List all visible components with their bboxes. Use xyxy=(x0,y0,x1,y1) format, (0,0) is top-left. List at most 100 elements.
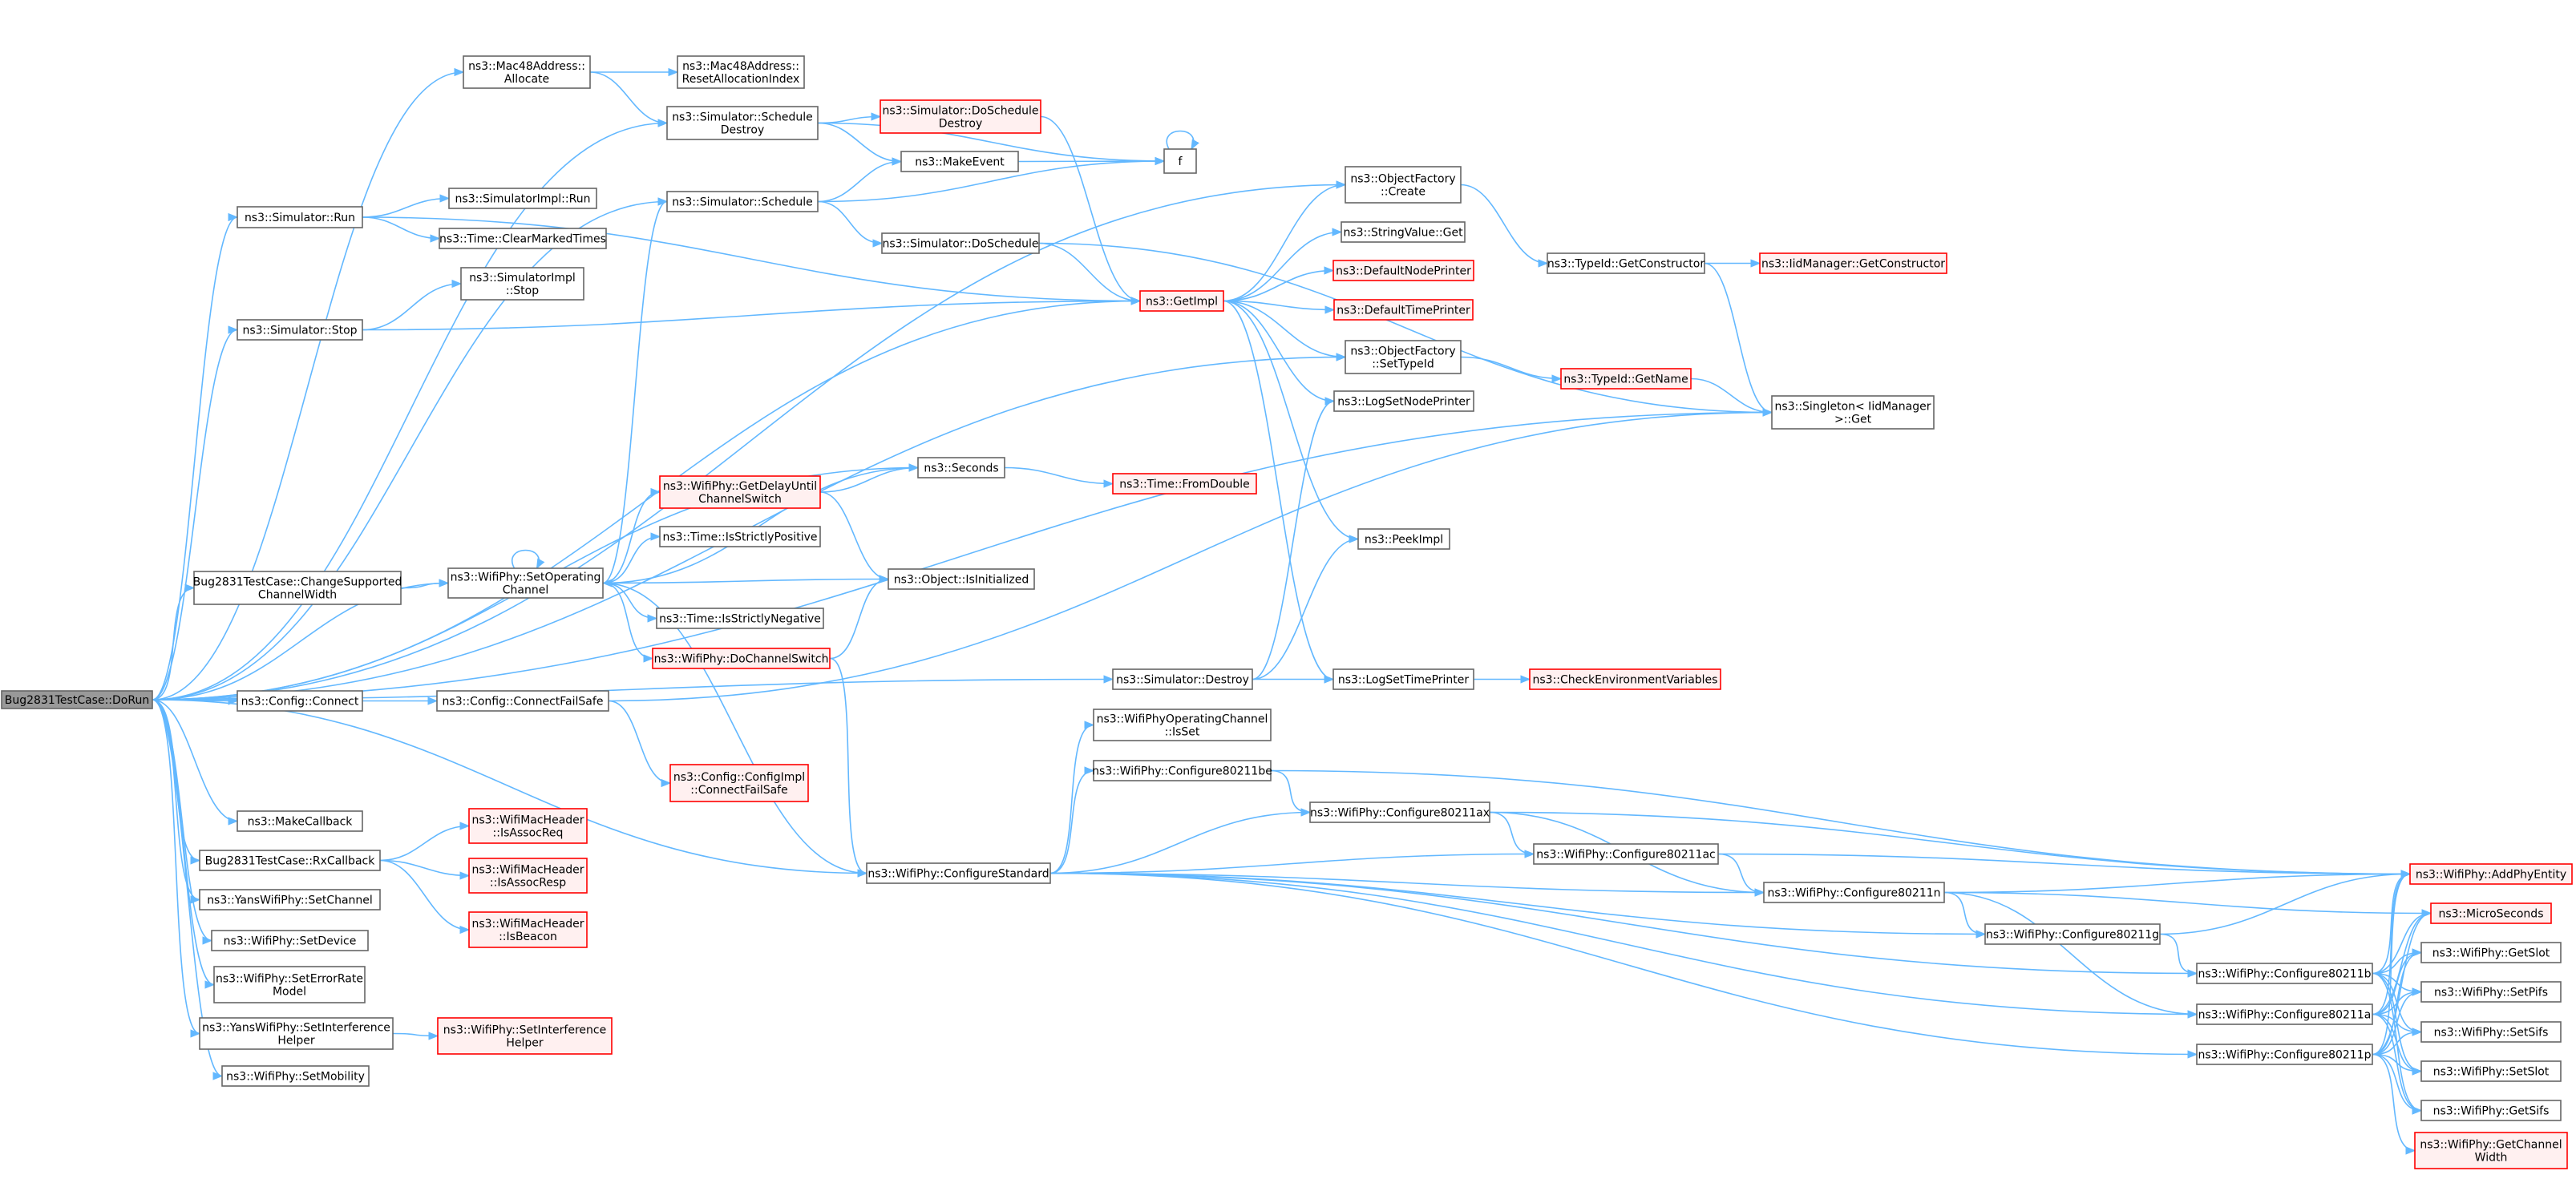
node-getSlot[interactable]: ns3::WifiPhy::GetSlot xyxy=(2420,942,2562,963)
node-box-setErr xyxy=(213,966,366,1003)
node-simRun[interactable]: ns3::Simulator::Run xyxy=(237,206,363,228)
node-label-micro-0: ns3::MicroSeconds xyxy=(2438,908,2543,921)
edge-setOpCh-to-seconds xyxy=(602,463,920,584)
node-box-seconds xyxy=(917,457,1005,478)
node-changeWidth[interactable]: Bug2831TestCase::ChangeSupportedChannelW… xyxy=(193,571,402,605)
node-box-cfgConnect xyxy=(237,690,363,712)
node-strictPos[interactable]: ns3::Time::IsStrictlyPositive xyxy=(659,526,821,547)
edge-root-to-objCreate xyxy=(152,180,1347,701)
node-setSifs[interactable]: ns3::WifiPhy::SetSifs xyxy=(2420,1021,2562,1043)
edge-setOpCh-to-isInit xyxy=(602,575,890,584)
node-implStop[interactable]: ns3::SimulatorImpl::Stop xyxy=(460,267,584,301)
node-root[interactable]: Bug2831TestCase::DoRun xyxy=(1,690,153,709)
node-fromDouble[interactable]: ns3::Time::FromDouble xyxy=(1112,473,1257,495)
node-micro[interactable]: ns3::MicroSeconds xyxy=(2430,902,2552,924)
node-defNode[interactable]: ns3::DefaultNodePrinter xyxy=(1332,260,1474,281)
node-simStop[interactable]: ns3::Simulator::Stop xyxy=(237,319,363,341)
node-makeEvent[interactable]: ns3::MakeEvent xyxy=(900,151,1019,172)
node-cfgImplFailSafe[interactable]: ns3::Config::ConfigImpl::ConnectFailSafe xyxy=(669,764,809,802)
node-clearTimes[interactable]: ns3::Time::ClearMarkedTimes xyxy=(439,228,607,249)
node-getImpl[interactable]: ns3::GetImpl xyxy=(1139,290,1224,312)
edge-cfgStd-to-setOpCh xyxy=(601,579,867,874)
edge-c80211be-to-c80211ax xyxy=(1270,769,1312,817)
node-doChSwitch[interactable]: ns3::WifiPhy::DoChannelSwitch xyxy=(652,648,831,669)
node-c80211ac[interactable]: ns3::WifiPhy::Configure80211ac xyxy=(1533,843,1719,865)
node-setChannel[interactable]: ns3::YansWifiPhy::SetChannel xyxy=(199,889,381,910)
node-setTypeId[interactable]: ns3::ObjectFactory::SetTypeId xyxy=(1345,340,1462,374)
edge-root-to-changeWidth xyxy=(152,583,196,701)
node-c80211a[interactable]: ns3::WifiPhy::Configure80211a xyxy=(2196,1003,2373,1025)
node-getName[interactable]: ns3::TypeId::GetName xyxy=(1560,368,1692,390)
node-c80211g[interactable]: ns3::WifiPhy::Configure80211g xyxy=(1984,923,2161,945)
node-stringGet[interactable]: ns3::StringValue::Get xyxy=(1341,221,1466,243)
node-cfgFailSafe[interactable]: ns3::Config::ConnectFailSafe xyxy=(436,690,609,712)
node-objCreate[interactable]: ns3::ObjectFactory::Create xyxy=(1345,166,1462,204)
node-defTime[interactable]: ns3::DefaultTimePrinter xyxy=(1333,299,1474,321)
node-singleton[interactable]: ns3::Singleton< IidManager>::Get xyxy=(1771,395,1935,430)
edge-getImpl-to-setTypeId xyxy=(1223,300,1347,361)
node-box-getImpl xyxy=(1139,290,1224,312)
node-setDevice[interactable]: ns3::WifiPhy::SetDevice xyxy=(211,930,369,951)
node-implRun[interactable]: ns3::SimulatorImpl::Run xyxy=(448,188,597,209)
edge-c80211ac-to-addPhy xyxy=(1717,853,2412,878)
node-doSchedule[interactable]: ns3::Simulator::DoSchedule xyxy=(881,232,1040,254)
node-isInit[interactable]: ns3::Object::IsInitialized xyxy=(888,568,1035,590)
node-box-getName xyxy=(1560,368,1692,390)
node-box-c80211a xyxy=(2196,1003,2373,1025)
node-makeCb[interactable]: ns3::MakeCallback xyxy=(237,810,363,832)
node-label-implStop-1: ::Stop xyxy=(506,285,539,297)
node-setMob[interactable]: ns3::WifiPhy::SetMobility xyxy=(221,1065,370,1087)
node-c80211b[interactable]: ns3::WifiPhy::Configure80211b xyxy=(2196,963,2373,984)
node-c80211n[interactable]: ns3::WifiPhy::Configure80211n xyxy=(1763,882,1945,903)
node-resetalloc[interactable]: ns3::Mac48Address::ResetAllocationIndex xyxy=(677,55,805,89)
node-simDestroy[interactable]: ns3::Simulator::Destroy xyxy=(1112,668,1253,690)
node-assocReq[interactable]: ns3::WifiMacHeader::IsAssocReq xyxy=(468,808,588,844)
node-getSifs[interactable]: ns3::WifiPhy::GetSifs xyxy=(2420,1100,2562,1121)
edge-getName-to-singleton xyxy=(1690,378,1773,417)
node-setSlot[interactable]: ns3::WifiPhy::SetSlot xyxy=(2420,1060,2562,1082)
node-iidGetCtor[interactable]: ns3::IidManager::GetConstructor xyxy=(1759,252,1947,274)
node-schedule[interactable]: ns3::Simulator::Schedule xyxy=(666,191,819,212)
node-c80211p[interactable]: ns3::WifiPhy::Configure80211p xyxy=(2196,1044,2373,1065)
node-getCtor[interactable]: ns3::TypeId::GetConstructor xyxy=(1547,252,1705,274)
edge-cfgStd-to-c80211p xyxy=(1049,872,2198,1059)
node-isBeacon[interactable]: ns3::WifiMacHeader::IsBeacon xyxy=(468,911,588,948)
node-logTime[interactable]: ns3::LogSetTimePrinter xyxy=(1332,668,1474,690)
node-opIsSet[interactable]: ns3::WifiPhyOperatingChannel::IsSet xyxy=(1093,709,1272,741)
node-box-isBeacon xyxy=(468,911,588,948)
node-cfgConnect[interactable]: ns3::Config::Connect xyxy=(237,690,363,712)
node-box-setSlot xyxy=(2420,1060,2562,1082)
edge-f-to-f xyxy=(1166,130,1199,151)
node-label-clearTimes-0: ns3::Time::ClearMarkedTimes xyxy=(439,233,606,246)
node-label-objCreate-1: ::Create xyxy=(1381,186,1425,199)
node-logNode[interactable]: ns3::LogSetNodePrinter xyxy=(1333,390,1474,412)
node-checkEnv[interactable]: ns3::CheckEnvironmentVariables xyxy=(1529,668,1721,690)
node-label-setTypeId-0: ns3::ObjectFactory xyxy=(1350,345,1455,358)
node-label-allocate-0: ns3::Mac48Address:: xyxy=(468,60,585,73)
node-c80211be[interactable]: ns3::WifiPhy::Configure80211be xyxy=(1092,760,1272,781)
node-label-schedule-0: ns3::Simulator::Schedule xyxy=(672,196,813,209)
node-peekImpl[interactable]: ns3::PeekImpl xyxy=(1357,528,1450,550)
node-cfgStd[interactable]: ns3::WifiPhy::ConfigureStandard xyxy=(866,862,1051,884)
node-f[interactable]: f xyxy=(1163,148,1197,174)
node-rxCb[interactable]: Bug2831TestCase::RxCallback xyxy=(199,850,381,871)
node-box-defTime xyxy=(1333,299,1474,321)
node-strictNeg[interactable]: ns3::Time::IsStrictlyNegative xyxy=(656,608,824,629)
node-label-root-0: Bug2831TestCase::DoRun xyxy=(5,694,149,707)
node-box-schedDestroy xyxy=(666,106,819,140)
node-setPifs[interactable]: ns3::WifiPhy::SetPifs xyxy=(2420,981,2562,1003)
node-c80211ax[interactable]: ns3::WifiPhy::Configure80211ax xyxy=(1309,801,1490,823)
node-addPhy[interactable]: ns3::WifiPhy::AddPhyEntity xyxy=(2409,863,2573,885)
node-allocate[interactable]: ns3::Mac48Address::Allocate xyxy=(463,55,591,89)
node-assocResp[interactable]: ns3::WifiMacHeader::IsAssocResp xyxy=(468,858,588,894)
node-seconds[interactable]: ns3::Seconds xyxy=(917,457,1005,478)
node-label-getChW-1: Width xyxy=(2475,1152,2508,1165)
